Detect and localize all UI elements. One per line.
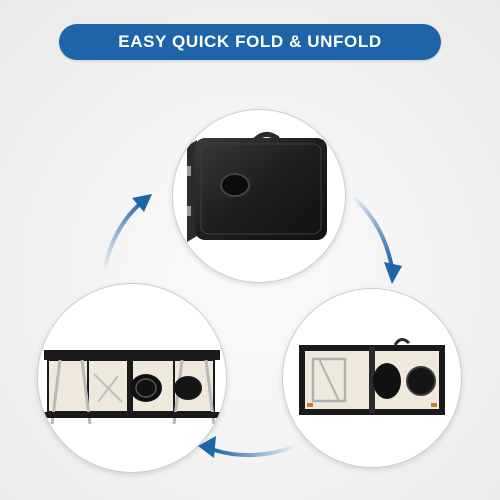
open-table-circle bbox=[37, 283, 227, 473]
folded-table-circle bbox=[172, 109, 346, 283]
half-open-table-circle bbox=[282, 288, 462, 468]
arrow-bottom-icon bbox=[198, 436, 298, 458]
title-banner: EASY QUICK FOLD & UNFOLD bbox=[59, 24, 441, 60]
half-open-table-icon bbox=[299, 338, 445, 415]
folded-table-icon bbox=[187, 132, 327, 242]
open-table-icon bbox=[44, 350, 220, 425]
arrow-left-icon bbox=[102, 194, 152, 274]
banner-title: EASY QUICK FOLD & UNFOLD bbox=[118, 32, 382, 51]
arrow-right-icon bbox=[350, 194, 402, 284]
